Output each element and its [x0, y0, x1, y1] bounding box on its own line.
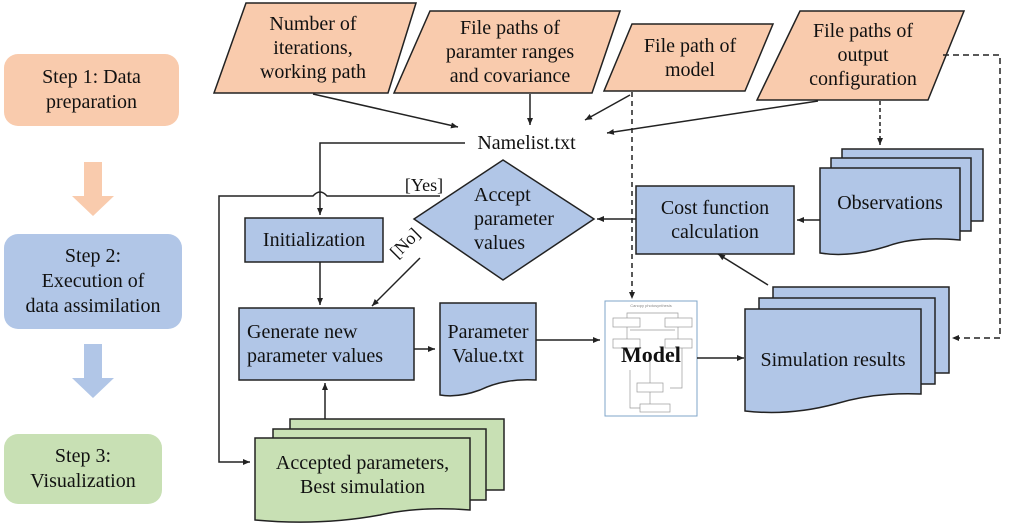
model-diagram-thumbnail: Canopy photosynthesis: [604, 300, 698, 417]
parameter-value-document: [439, 302, 537, 397]
svg-text:Canopy photosynthesis: Canopy photosynthesis: [630, 303, 672, 308]
input-iterations-shape: [212, 2, 418, 94]
step-1-box: Step 1: Data preparation: [4, 54, 179, 126]
initialization-box: [244, 217, 384, 263]
decision-diamond: [412, 159, 596, 281]
step-1-label: Step 1: Data preparation: [42, 66, 141, 113]
input-model-path-shape: [602, 23, 775, 92]
step-arrow-2-icon: [72, 344, 114, 398]
generate-parameters-box: [238, 307, 415, 381]
step-arrow-1-icon: [72, 162, 114, 216]
input-parameter-ranges-shape: [392, 10, 622, 94]
input-output-config-shape: [755, 10, 966, 101]
simulation-results-stack: [744, 286, 950, 414]
observations-stack: [819, 148, 984, 256]
accepted-parameters-stack: [254, 418, 505, 523]
step-3-label: Step 3: Visualization: [30, 445, 136, 492]
step-2-label: Step 2: Execution of data assimilation: [25, 245, 161, 317]
cost-function-box: [635, 185, 795, 255]
step-3-box: Step 3: Visualization: [4, 434, 162, 504]
step-2-box: Step 2: Execution of data assimilation: [4, 234, 182, 329]
